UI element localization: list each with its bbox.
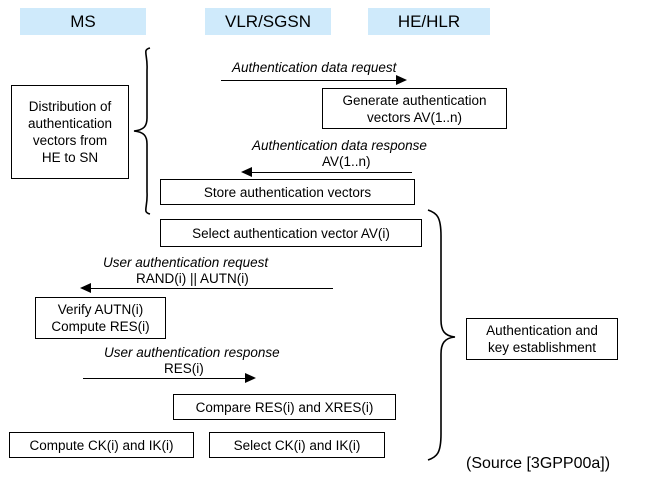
- action-box-store-av: Store authentication vectors: [160, 179, 415, 205]
- message-auth-data-request-title: Authentication data request: [232, 60, 397, 75]
- message-user-auth-request-arrowhead-icon: [80, 283, 91, 293]
- brace-distribution-phase: [133, 47, 151, 215]
- brace-auth-key-establishment-phase: [427, 209, 456, 461]
- action-box-compute-ck-ik-line-1: Compute CK(i) and IK(i): [29, 437, 174, 453]
- phase-label-distribution-line-3: vectors from: [32, 133, 108, 148]
- phase-label-distribution-line-4: HE to SN: [41, 150, 99, 165]
- message-user-auth-request-title: User authentication request: [103, 255, 269, 270]
- action-box-generate-av-line-2: vectors AV(1..n): [366, 109, 463, 125]
- message-user-auth-response-line: [83, 378, 246, 379]
- action-box-compute-ck-ik: Compute CK(i) and IK(i): [9, 432, 194, 458]
- action-box-generate-av: Generate authentication vectors AV(1..n): [322, 88, 507, 129]
- action-box-compare-res: Compare RES(i) and XRES(i): [173, 394, 396, 420]
- message-user-auth-response-payload: RES(i): [164, 361, 204, 376]
- entity-header-vlr-sgsn: VLR/SGSN: [205, 8, 331, 35]
- phase-label-distribution-line-2: authentication: [27, 116, 113, 131]
- message-auth-data-response-title: Authentication data response: [252, 138, 427, 153]
- action-box-store-av-line-1: Store authentication vectors: [203, 184, 372, 200]
- entity-header-vlr-sgsn-label: VLR/SGSN: [225, 12, 311, 31]
- action-box-select-av: Select authentication vector AV(i): [160, 219, 422, 247]
- message-auth-data-response-arrowhead-icon: [241, 167, 252, 177]
- message-auth-data-request-arrowhead-icon: [396, 75, 407, 85]
- action-box-verify-autn-line-1: Verify AUTN(i): [57, 302, 144, 317]
- action-box-generate-av-line-1: Generate authentication: [342, 92, 487, 108]
- action-box-select-av-line-1: Select authentication vector AV(i): [192, 225, 390, 241]
- message-user-auth-response-arrowhead-icon: [245, 373, 256, 383]
- message-user-auth-response-title: User authentication response: [104, 345, 280, 360]
- phase-label-auth-key-establishment: Authentication and key establishment: [466, 318, 618, 360]
- phase-label-auth-key-line-1: Authentication and: [486, 323, 598, 338]
- phase-label-distribution-line-1: Distribution of: [28, 99, 112, 114]
- entity-header-ms: MS: [20, 8, 146, 35]
- phase-label-distribution: Distribution of authentication vectors f…: [11, 85, 129, 179]
- message-auth-data-response-line: [252, 172, 412, 173]
- entity-header-ms-label: MS: [70, 12, 96, 31]
- action-box-select-ck-ik-line-1: Select CK(i) and IK(i): [233, 437, 361, 453]
- entity-header-he-hlr: HE/HLR: [368, 8, 490, 35]
- message-user-auth-request-line: [91, 288, 333, 289]
- phase-label-auth-key-line-2: key establishment: [487, 340, 597, 355]
- entity-header-he-hlr-label: HE/HLR: [397, 12, 461, 31]
- action-box-verify-autn-line-2: Compute RES(i): [51, 319, 150, 334]
- message-auth-data-response-payload: AV(1..n): [322, 154, 371, 169]
- action-box-compare-res-line-1: Compare RES(i) and XRES(i): [195, 399, 374, 415]
- source-note: (Source [3GPP00a]): [466, 455, 611, 472]
- message-auth-data-request-line: [221, 80, 397, 81]
- action-box-select-ck-ik: Select CK(i) and IK(i): [209, 432, 385, 458]
- message-user-auth-request-payload: RAND(i) || AUTN(i): [136, 271, 249, 286]
- action-box-verify-autn: Verify AUTN(i) Compute RES(i): [35, 297, 166, 339]
